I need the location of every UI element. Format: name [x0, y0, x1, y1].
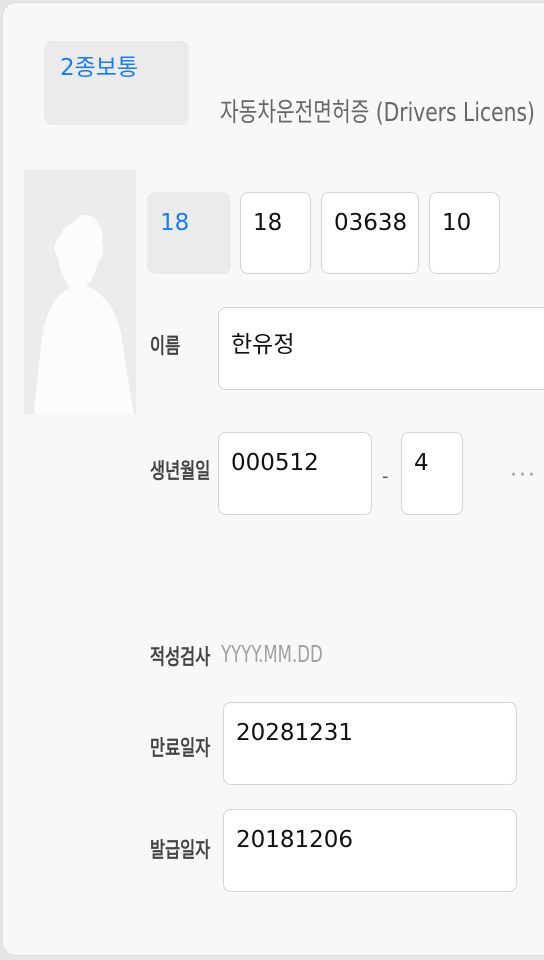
- more-icon[interactable]: ···: [510, 463, 537, 488]
- name-input-value: 한유정: [231, 332, 295, 358]
- license-number-serial[interactable]: 03638: [321, 192, 419, 274]
- license-number-check-value: 10: [442, 210, 472, 236]
- expiry-input[interactable]: 20281231: [223, 702, 517, 785]
- issue-input[interactable]: 20181206: [223, 809, 517, 892]
- license-number-check[interactable]: 10: [429, 192, 500, 274]
- name-label: 이름: [150, 334, 181, 358]
- birth-label: 생년월일: [150, 459, 211, 483]
- name-input[interactable]: 한유정: [218, 307, 544, 390]
- license-class-field[interactable]: 2종보통: [44, 41, 189, 125]
- birth-front-input[interactable]: 000512: [218, 432, 372, 515]
- license-number-serial-value: 03638: [334, 210, 408, 236]
- photo-placeholder[interactable]: [24, 170, 136, 414]
- aptitude-label: 적성검사: [150, 645, 211, 669]
- issue-label: 발급일자: [150, 838, 211, 862]
- license-number-year[interactable]: 18: [240, 192, 311, 274]
- expiry-label: 만료일자: [150, 736, 211, 760]
- birth-separator: -: [382, 466, 389, 487]
- issue-value: 20181206: [236, 827, 354, 853]
- birth-front-value: 000512: [231, 450, 319, 476]
- license-number-year-value: 18: [253, 210, 283, 236]
- card-title: 자동차운전면허증 (Drivers Licens): [220, 98, 535, 128]
- license-number-region[interactable]: 18: [147, 192, 231, 274]
- birth-back-value: 4: [414, 450, 429, 476]
- aptitude-input[interactable]: YYYY.MM.DD: [221, 642, 323, 668]
- person-silhouette-icon: [34, 214, 134, 414]
- license-class-value: 2종보통: [60, 55, 139, 81]
- expiry-value: 20281231: [236, 720, 354, 746]
- birth-back-input[interactable]: 4: [401, 432, 463, 515]
- license-number-region-value: 18: [160, 210, 190, 236]
